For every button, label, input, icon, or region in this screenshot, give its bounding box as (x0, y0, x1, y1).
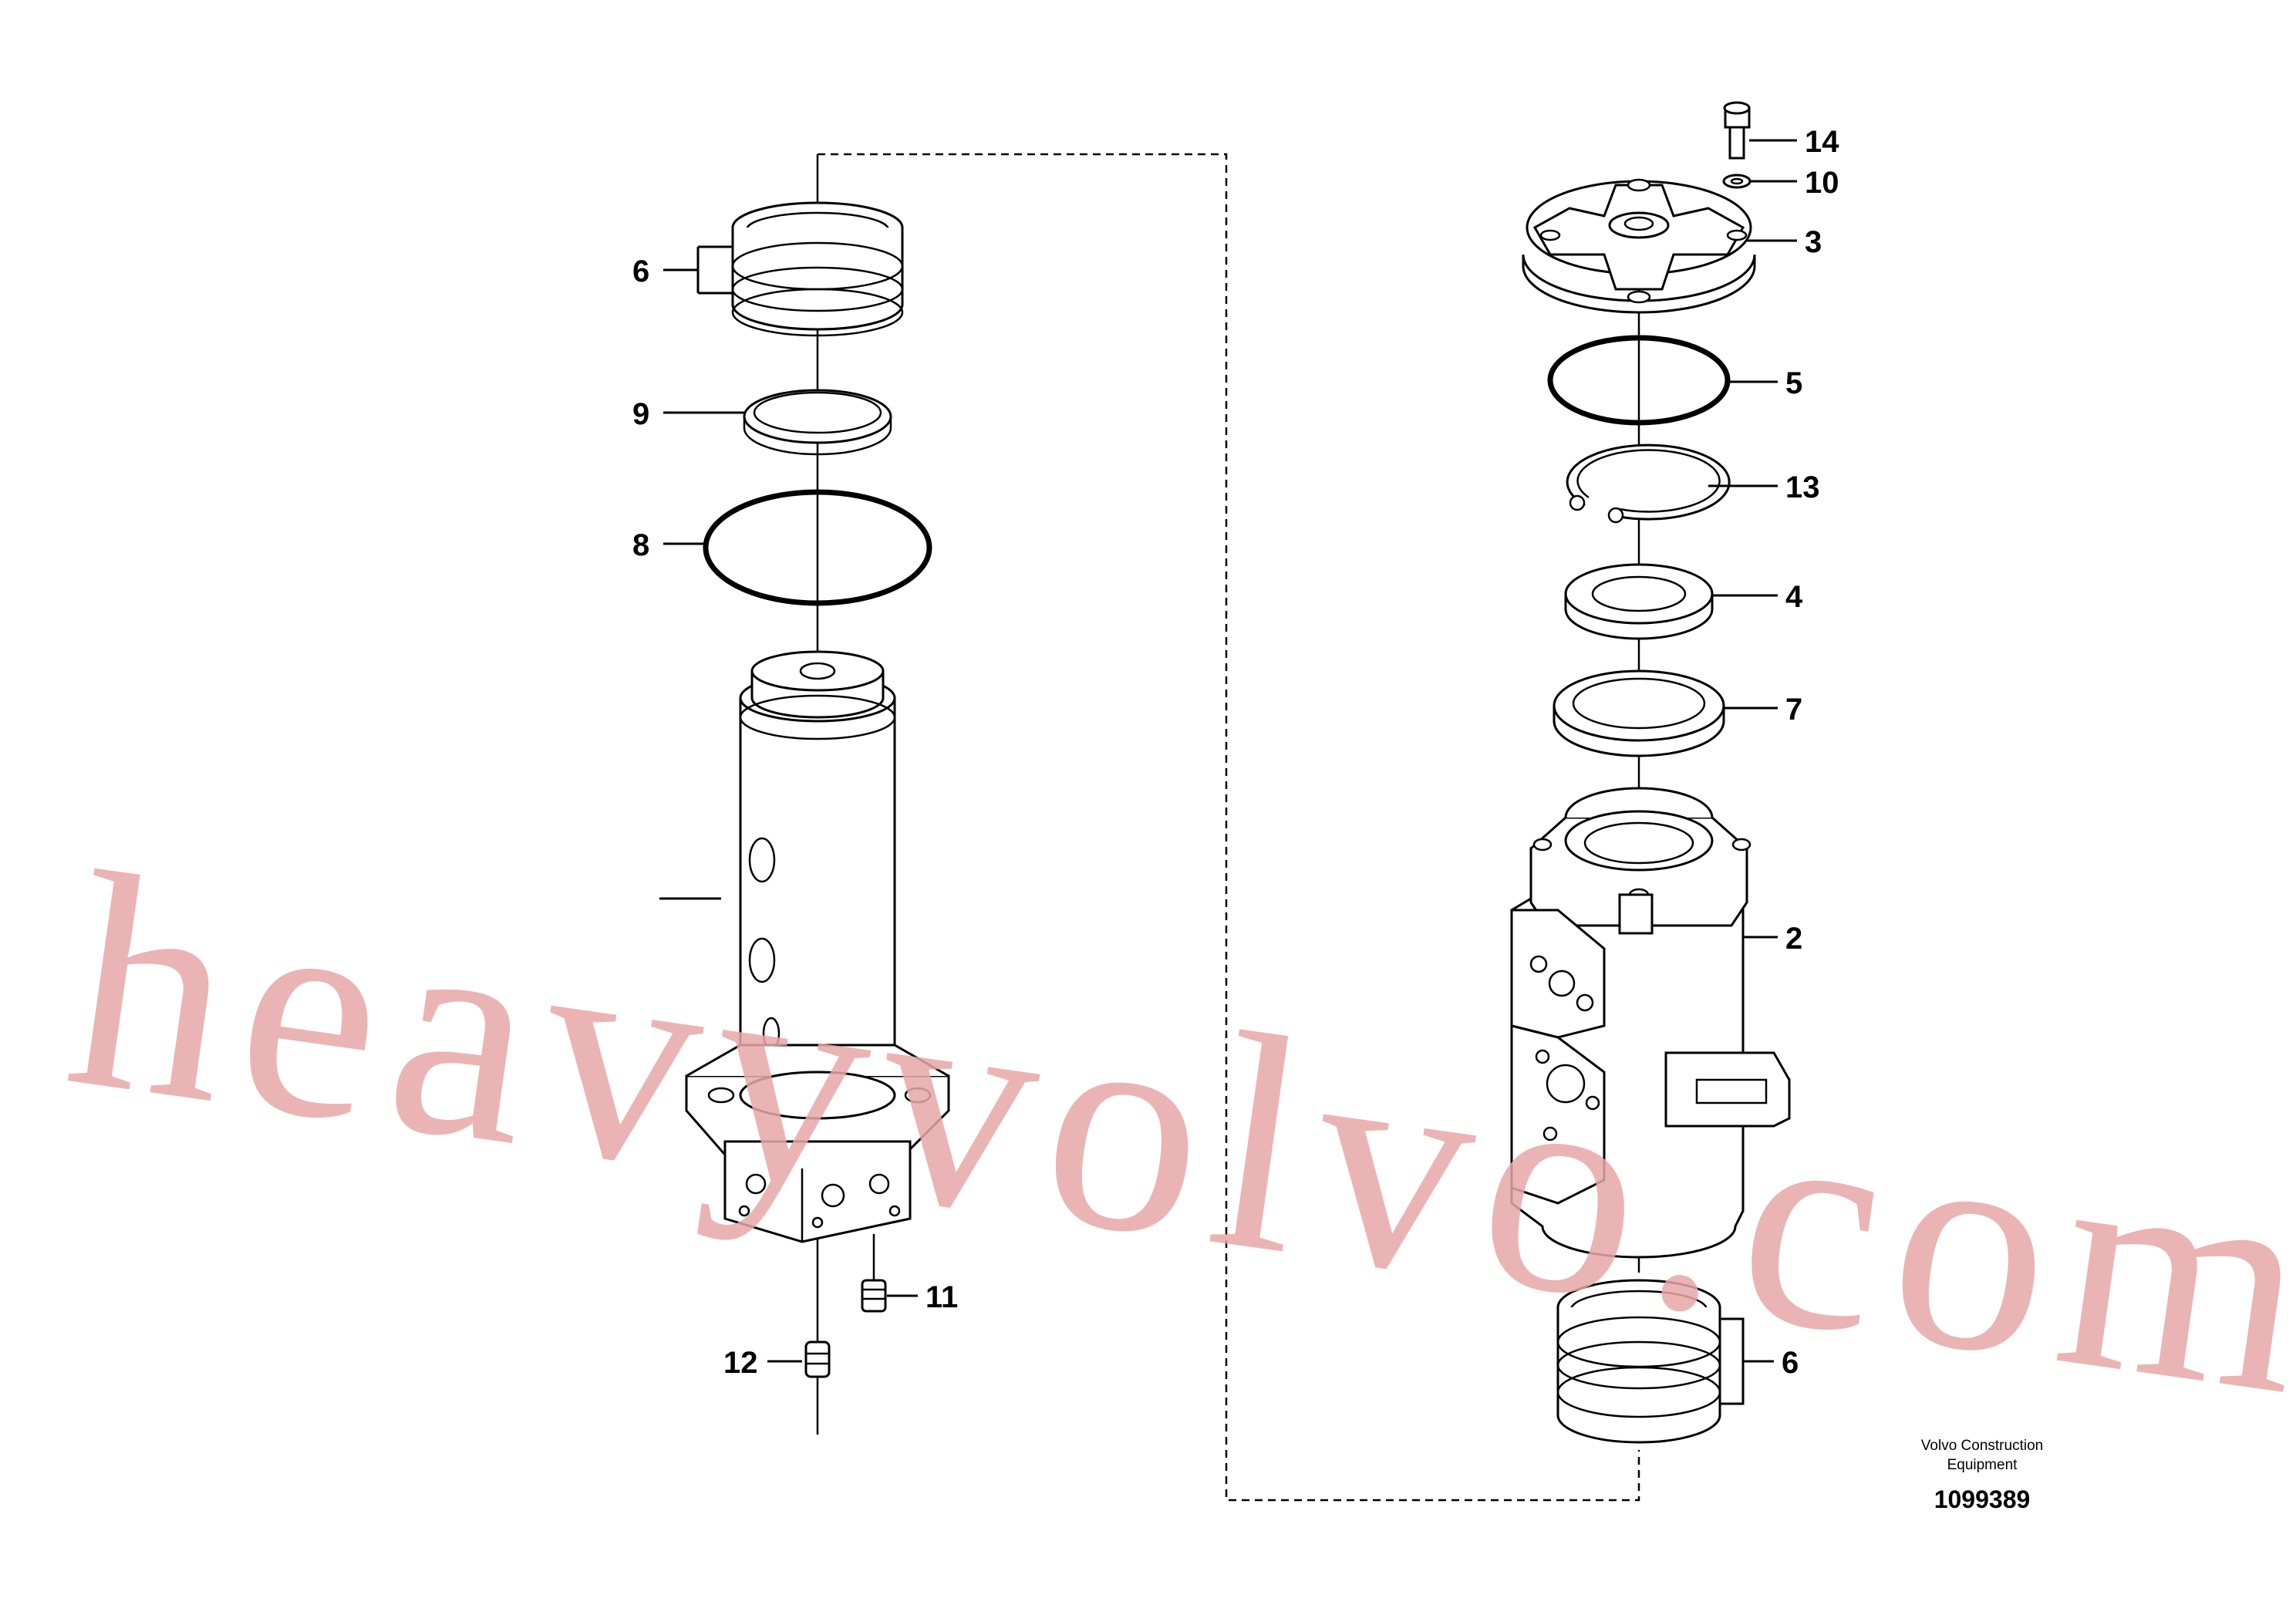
callout-5: 5 (1785, 366, 1802, 400)
part-11-plug (861, 1234, 887, 1313)
callout-6-left: 6 (632, 255, 649, 288)
callout-12: 12 (723, 1346, 758, 1380)
part-10-washer (1722, 174, 1752, 189)
leader-6-right (1720, 1317, 1774, 1405)
part-5-o-ring (1547, 335, 1731, 426)
watermark-text: heavyvolvo.com (52, 808, 2296, 1462)
callout-8: 8 (632, 528, 649, 562)
callout-6-right: 6 (1782, 1346, 1799, 1380)
assembly-link-line (818, 153, 1640, 1502)
leader-6-left (663, 245, 733, 295)
callout-2: 2 (1785, 922, 1802, 956)
callout-10: 10 (1805, 166, 1839, 200)
part-3-cover (1522, 178, 1756, 314)
rotor-port-block (723, 1140, 912, 1243)
callout-11: 11 (925, 1280, 958, 1314)
caption-line-2: Equipment (1947, 1457, 2018, 1473)
callout-14: 14 (1805, 125, 1839, 159)
drawing-number: 1099389 (1934, 1485, 2031, 1513)
part-7-ring (1553, 669, 1725, 757)
callout-9: 9 (632, 397, 649, 431)
part-12-plug (804, 1340, 831, 1378)
part-13-snap-ring (1566, 443, 1731, 524)
part-9-ring (743, 389, 892, 456)
callout-7: 7 (1785, 693, 1802, 727)
callout-13: 13 (1785, 470, 1820, 504)
callout-4: 4 (1785, 580, 1803, 614)
part-2-housing (1510, 787, 1791, 1259)
caption-line-1: Volvo Construction (1921, 1438, 2043, 1454)
part-6-seal-pack-right (1556, 1279, 1721, 1444)
part-14-bolt (1723, 101, 1751, 160)
part-4-ring (1564, 563, 1714, 640)
rotor-shaft (739, 650, 896, 1128)
part-6-seal-pack-left (731, 201, 904, 337)
callout-3: 3 (1805, 225, 1822, 259)
part-8-o-ring (703, 489, 932, 606)
